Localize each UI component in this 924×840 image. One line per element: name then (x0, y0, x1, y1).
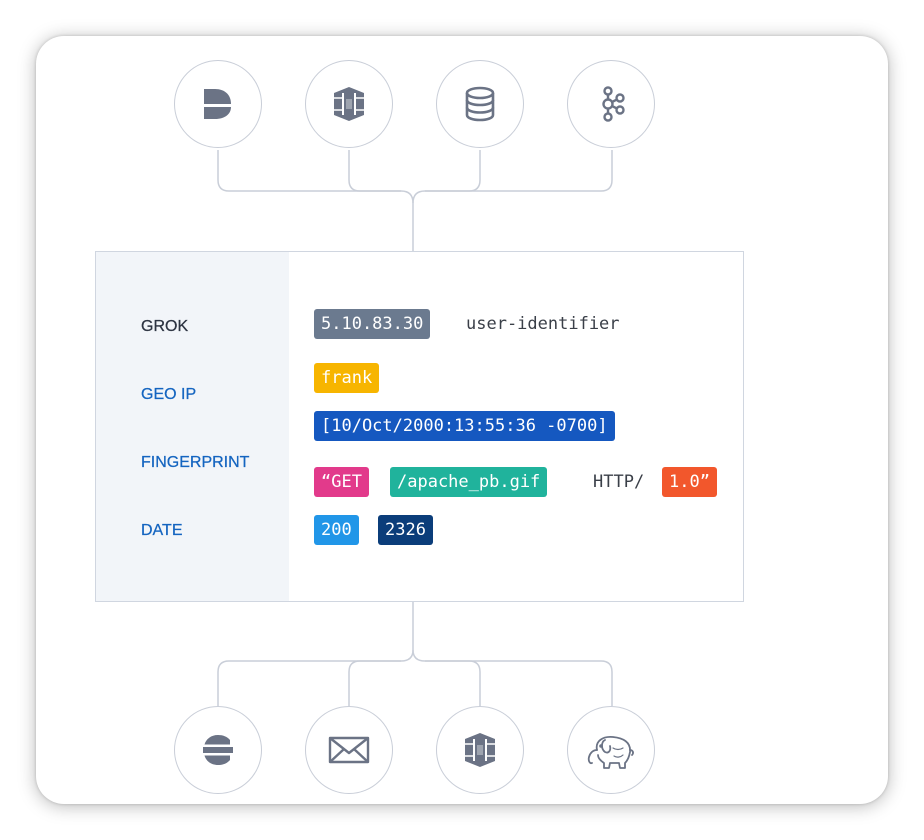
filter-date[interactable]: DATE (141, 522, 183, 539)
connector-top-3 (425, 150, 481, 192)
aws-s3-icon (465, 733, 495, 767)
hadoop-elephant-icon (587, 736, 634, 769)
mail-icon (328, 736, 370, 764)
beats-icon (204, 89, 231, 119)
connector-top-1 (217, 150, 414, 251)
connector-bottom-3 (412, 649, 481, 706)
database-icon (465, 86, 495, 122)
connector-top-2 (348, 150, 401, 192)
token-version: 1.0” (662, 467, 717, 497)
token-http: HTTP/ (593, 472, 645, 492)
connector-bottom-1 (217, 602, 414, 706)
filter-list: GROK GEO IP FINGERPRINT DATE (96, 252, 289, 601)
output-node-elasticsearch[interactable] (174, 706, 262, 794)
connector-bottom-2 (348, 660, 401, 706)
token-bytes: 2326 (378, 515, 433, 545)
connector-bottom-4 (425, 660, 613, 706)
input-node-s3[interactable] (305, 60, 393, 148)
input-node-kafka[interactable] (567, 60, 655, 148)
filter-grok[interactable]: GROK (141, 318, 189, 335)
filter-panel: GROK GEO IP FINGERPRINT DATE 5.10.83.30 … (95, 251, 744, 602)
filter-geoip[interactable]: GEO IP (141, 386, 197, 403)
elasticsearch-icon (203, 735, 233, 765)
connector-top-4 (412, 150, 613, 204)
token-method: “GET (314, 467, 369, 497)
filter-fingerprint[interactable]: FINGERPRINT (141, 454, 250, 471)
kafka-icon (602, 86, 625, 122)
token-ip: 5.10.83.30 (314, 309, 431, 339)
output-node-email[interactable] (305, 706, 393, 794)
output-node-hadoop[interactable] (567, 706, 655, 794)
input-node-beats[interactable] (174, 60, 262, 148)
token-timestamp: [10/Oct/2000:13:55:36 -0700] (314, 411, 615, 441)
aws-s3-icon (334, 87, 364, 121)
input-node-database[interactable] (436, 60, 524, 148)
output-node-s3[interactable] (436, 706, 524, 794)
token-user: frank (314, 363, 380, 393)
token-status: 200 (314, 515, 359, 545)
log-line: 5.10.83.30 user-identifier frank [10/Oct… (289, 252, 743, 601)
token-user-identifier: user-identifier (466, 314, 620, 334)
token-path: /apache_pb.gif (390, 467, 548, 497)
